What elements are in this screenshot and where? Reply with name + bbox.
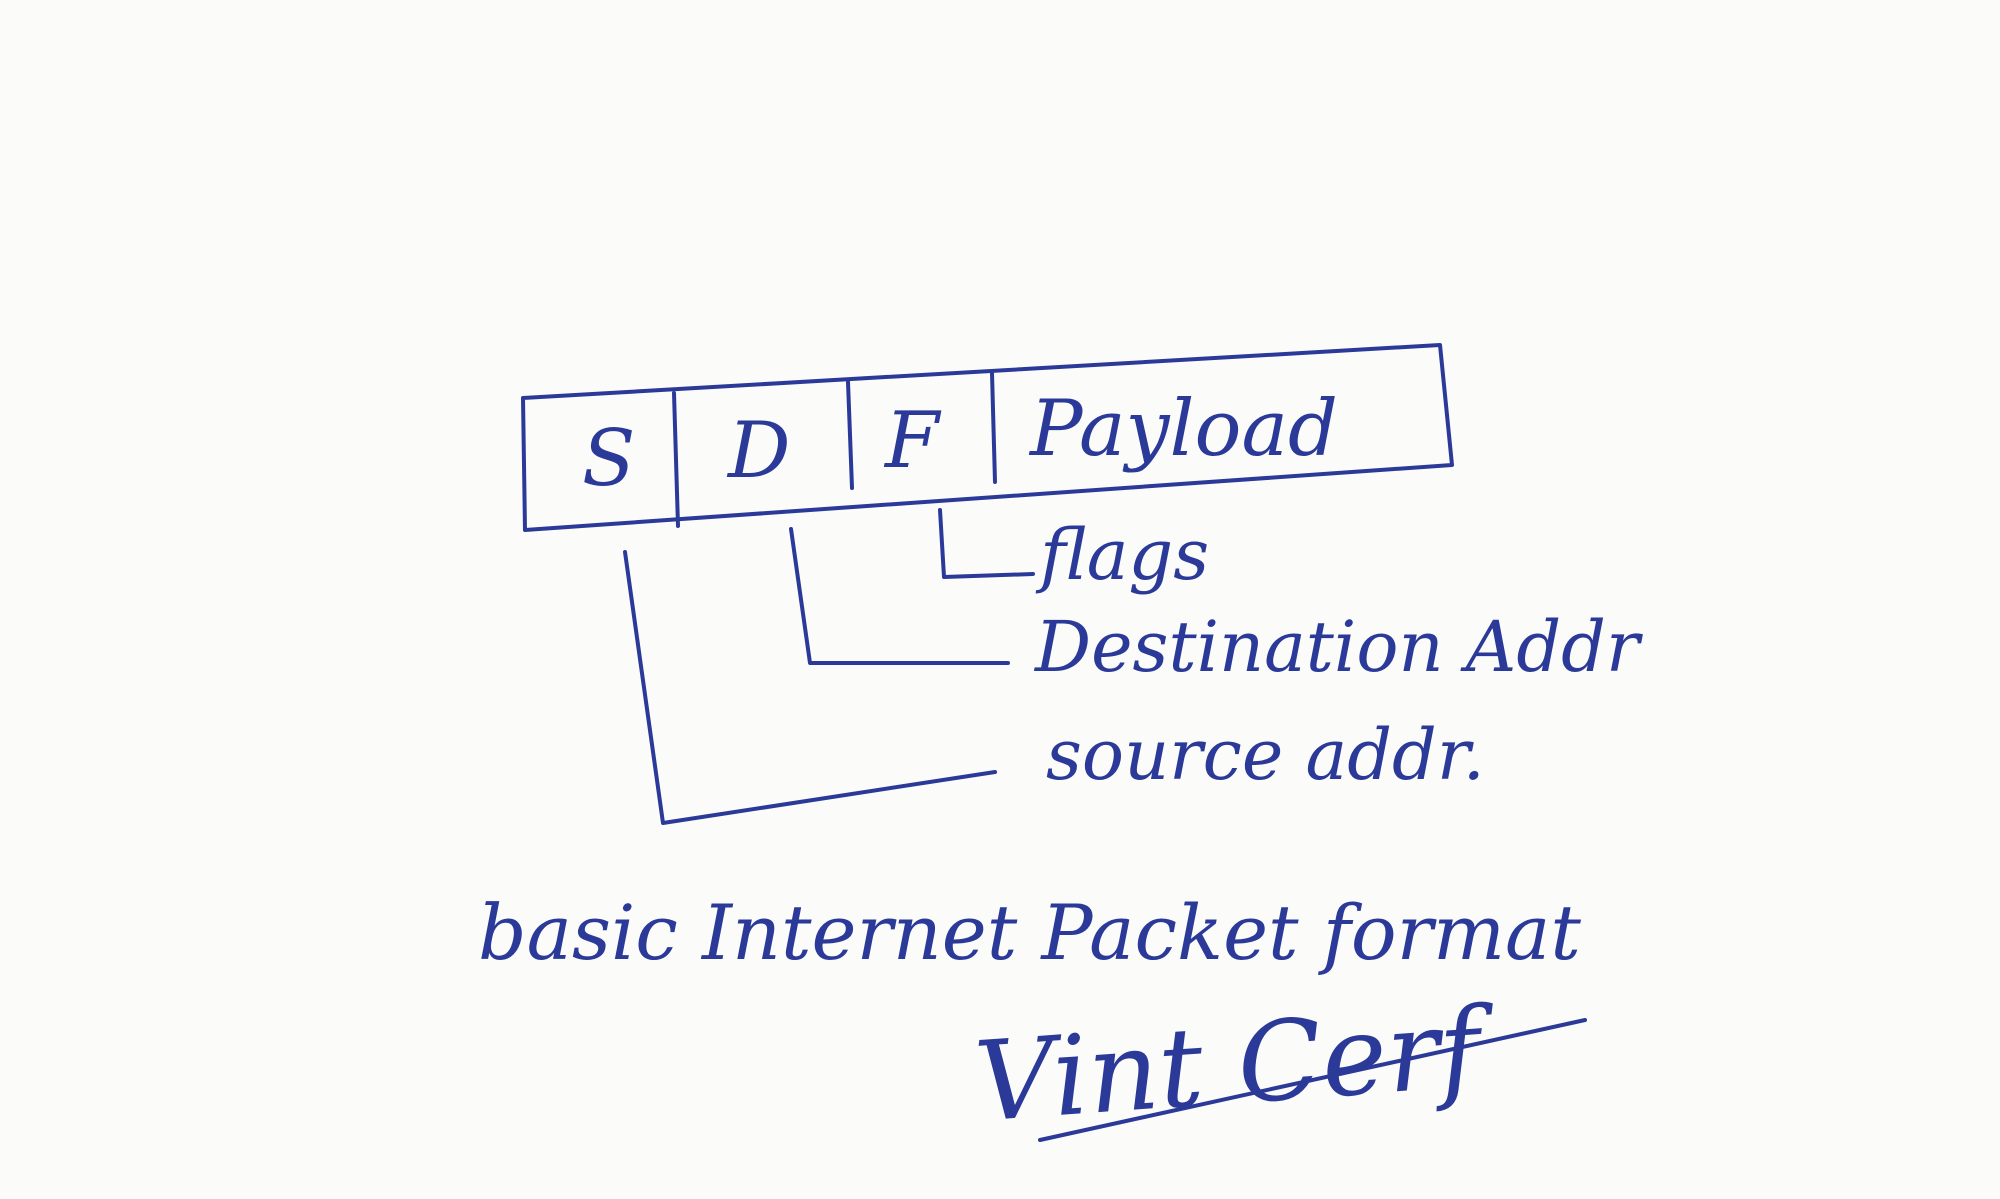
connector-destination xyxy=(789,527,1010,665)
packet-box-outline xyxy=(521,343,1454,532)
signature: Vint Cerf xyxy=(971,983,1485,1147)
divider-d-f xyxy=(846,380,854,490)
caption: basic Internet Packet format xyxy=(478,888,1581,977)
divider-s-d xyxy=(672,391,680,528)
field-source: S xyxy=(582,414,636,504)
field-flags: F xyxy=(885,396,940,486)
divider-f-payload xyxy=(990,371,997,484)
label-flags: flags xyxy=(1040,514,1210,596)
signature-underline xyxy=(1038,1018,1587,1142)
connector-flags xyxy=(938,508,1035,579)
label-source-addr: source addr. xyxy=(1046,714,1485,796)
label-destination-addr: Destination Addr xyxy=(1035,606,1640,688)
field-payload: Payload xyxy=(1030,384,1338,474)
field-destination: D xyxy=(728,406,791,496)
connector-source xyxy=(623,550,997,825)
